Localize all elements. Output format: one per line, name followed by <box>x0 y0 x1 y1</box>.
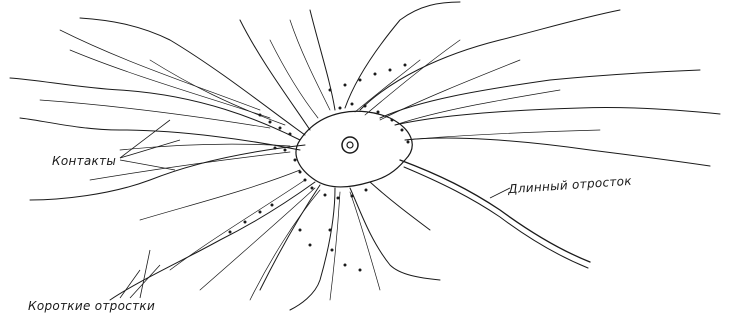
contact-points <box>229 64 410 272</box>
cell-body <box>296 111 412 187</box>
label-contacts: Контакты <box>52 154 116 168</box>
dendrite <box>110 182 315 300</box>
dendrite <box>405 138 710 166</box>
contacts-leader <box>120 120 170 158</box>
dendrite <box>290 188 335 310</box>
short-processes-leader <box>140 250 150 298</box>
dendrite <box>370 182 430 230</box>
long-process-leader <box>490 188 510 198</box>
short-processes-leader <box>130 265 160 298</box>
dendrite <box>380 70 700 118</box>
contact-fibers <box>40 20 600 300</box>
dendrite <box>345 2 460 108</box>
contacts-leader <box>120 160 175 170</box>
dendrite <box>80 18 305 135</box>
nucleolus <box>347 142 353 148</box>
dendrite <box>395 107 720 125</box>
dendrite <box>20 118 300 150</box>
long-process <box>400 160 590 262</box>
nucleus <box>342 137 358 153</box>
label-short-processes: Короткие отростки <box>28 299 155 313</box>
dendrite <box>360 10 620 110</box>
